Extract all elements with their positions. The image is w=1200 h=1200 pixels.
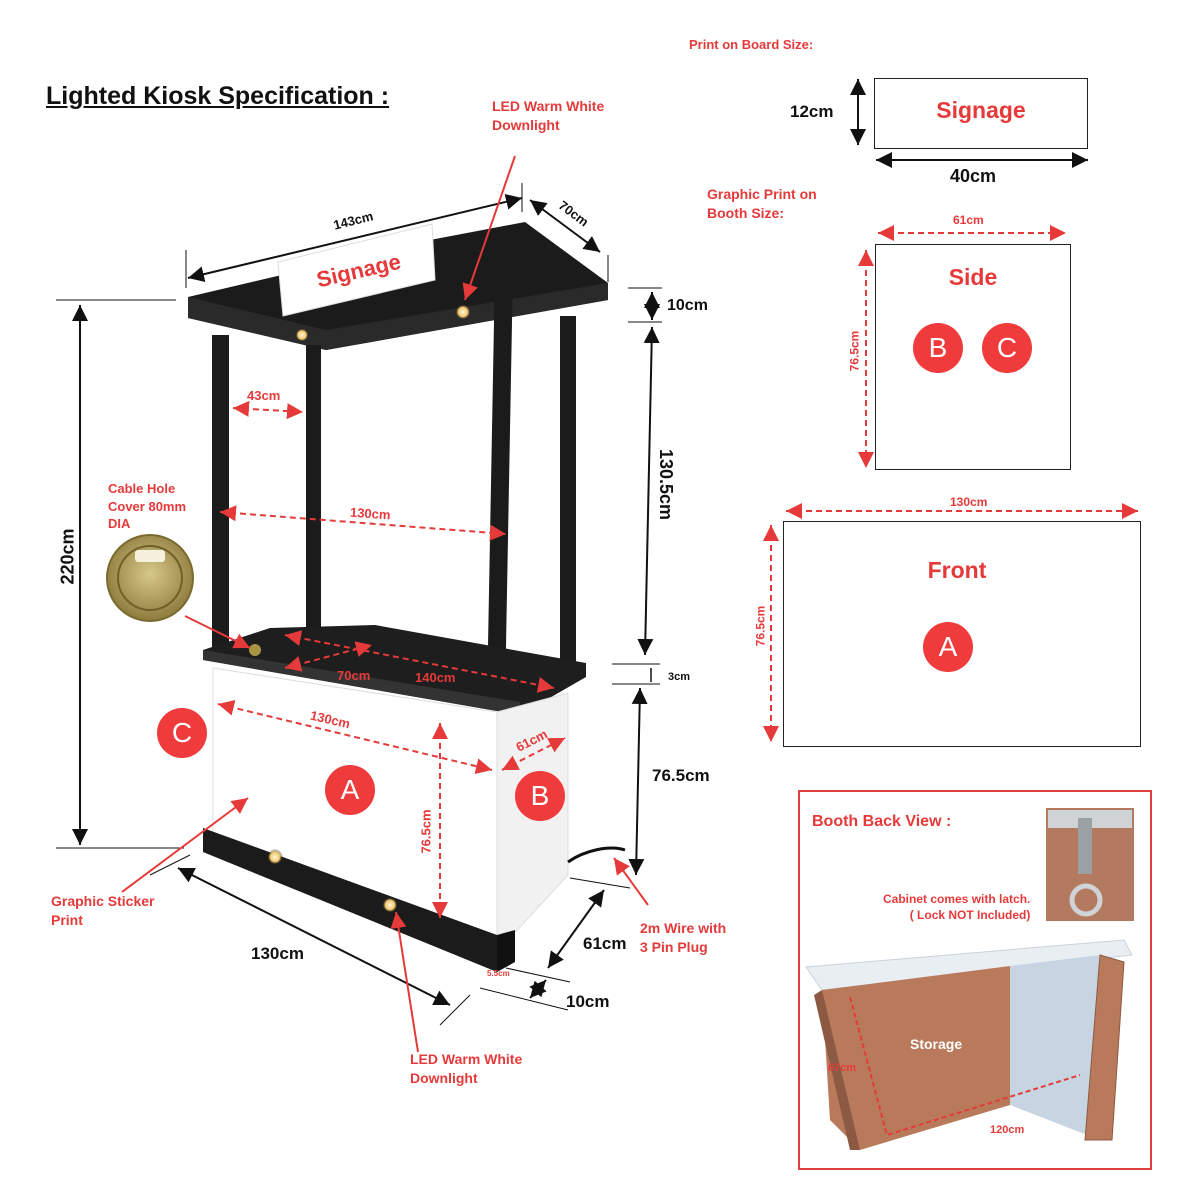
cable-hole-cover	[106, 534, 194, 622]
black-dimension-lines	[56, 183, 662, 1026]
graphic-print-heading: Graphic Print on Booth Size:	[707, 186, 817, 221]
storage-height: 67cm	[828, 1062, 857, 1074]
front-panel-width: 130cm	[950, 495, 988, 509]
side-graphic-panel: Side B C	[875, 244, 1071, 470]
callout-pointers	[121, 155, 649, 1053]
dim-post-height: 130.5cm	[656, 448, 677, 521]
red-dimension-lines	[217, 225, 1138, 918]
front-graphic-panel: Front A	[783, 521, 1141, 747]
dim-base-depth: 61cm	[583, 934, 627, 953]
dim-canopy-height: 10cm	[667, 297, 708, 314]
board-width: 40cm	[950, 166, 997, 186]
side-panel-height: 76.5cm	[847, 330, 862, 372]
panel-a-marker: A	[325, 765, 375, 815]
dim-cabinet-height-right: 76.5cm	[652, 766, 710, 785]
storage-width: 120cm	[990, 1124, 1025, 1136]
board-signage-panel: Signage	[874, 78, 1088, 149]
board-height: 12cm	[790, 102, 834, 121]
board-signage-label: Signage	[936, 97, 1026, 123]
back-view-box	[798, 790, 1152, 1170]
back-view-cabinet	[805, 808, 1134, 1150]
dim-cabinet-height: 76.5cm	[418, 809, 434, 854]
wire-callout: 2m Wire with 3 Pin Plug	[640, 920, 727, 955]
dim-base-height: 10cm	[566, 992, 610, 1011]
graphic-sticker-callout: Graphic Sticker Print	[51, 893, 155, 928]
front-panel-label: Front	[927, 557, 987, 583]
dim-base-small: 5.5cm	[487, 969, 510, 978]
dim-base-width: 130cm	[251, 944, 304, 963]
side-mark-c: C	[982, 323, 1032, 373]
print-on-board-heading: Print on Board Size:	[689, 37, 814, 52]
dim-inner-width: 130cm	[349, 504, 391, 523]
canopy	[188, 222, 608, 350]
dim-post-gap: 43cm	[247, 388, 281, 403]
board-dimensions	[850, 79, 1088, 168]
front-mark-a: A	[923, 622, 973, 672]
dim-counter-width: 140cm	[415, 670, 456, 685]
cabinet	[203, 667, 626, 972]
posts	[212, 268, 576, 700]
storage-label: Storage	[910, 1036, 963, 1052]
dim-counter-depth: 70cm	[337, 668, 371, 683]
cable-hole-callout: Cable Hole Cover 80mm DIA	[108, 481, 187, 532]
led-bottom-callout: LED Warm White Downlight	[410, 1051, 523, 1086]
dim-total-height: 220cm	[57, 528, 78, 585]
latch-note: Cabinet comes with latch. ( Lock NOT Inc…	[883, 892, 1031, 923]
side-mark-b: B	[913, 323, 963, 373]
led-top-callout: LED Warm White Downlight	[492, 98, 605, 133]
front-panel-height: 76.5cm	[753, 605, 768, 647]
panel-c-marker: C	[157, 708, 207, 758]
side-panel-width: 61cm	[953, 213, 984, 227]
back-view-title: Booth Back View :	[812, 813, 952, 830]
page-title: Lighted Kiosk Specification :	[46, 82, 390, 110]
dim-counter-thickness: 3cm	[668, 671, 691, 683]
side-panel-label: Side	[948, 264, 998, 290]
panel-b-marker: B	[515, 771, 565, 821]
